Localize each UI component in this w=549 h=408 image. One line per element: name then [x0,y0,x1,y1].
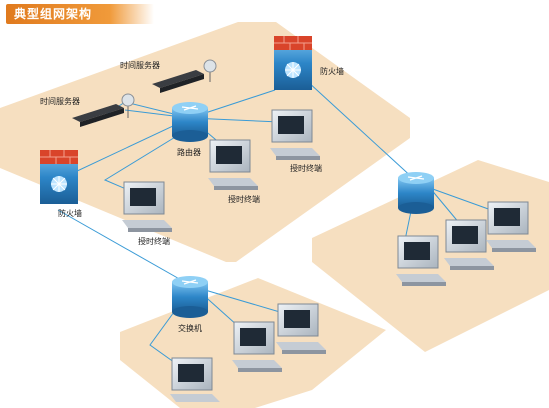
label-client-left: 授时终端 [138,237,170,246]
label-firewall-left: 防火墙 [58,209,82,218]
firewall-left-icon [40,150,78,204]
label-switch: 交换机 [178,324,202,333]
computer-right-1 [396,235,446,286]
computer-left [122,181,172,232]
firewall-right-icon [274,36,312,90]
label-firewall-right: 防火墙 [320,67,344,76]
time-server-top [152,59,217,93]
router-icon [172,102,208,142]
computer-center-2 [270,109,320,160]
time-server-left [72,93,135,127]
computer-right-3 [486,201,536,252]
computer-bottom-3 [276,303,326,354]
label-client-center-2: 授时终端 [290,164,322,173]
router-right-icon [398,172,434,214]
label-time-server-top: 时间服务器 [120,61,160,70]
label-client-center: 授时终端 [228,195,260,204]
computer-bottom-2 [232,321,282,372]
computer-center-1 [208,139,258,190]
label-router: 路由器 [177,148,201,157]
diagram-title: 典型组网架构 [14,7,93,21]
switch-icon [172,276,208,318]
computer-bottom-1 [170,357,220,402]
label-time-server-left: 时间服务器 [40,97,80,106]
computer-right-2 [444,219,494,270]
title-banner [6,4,154,24]
